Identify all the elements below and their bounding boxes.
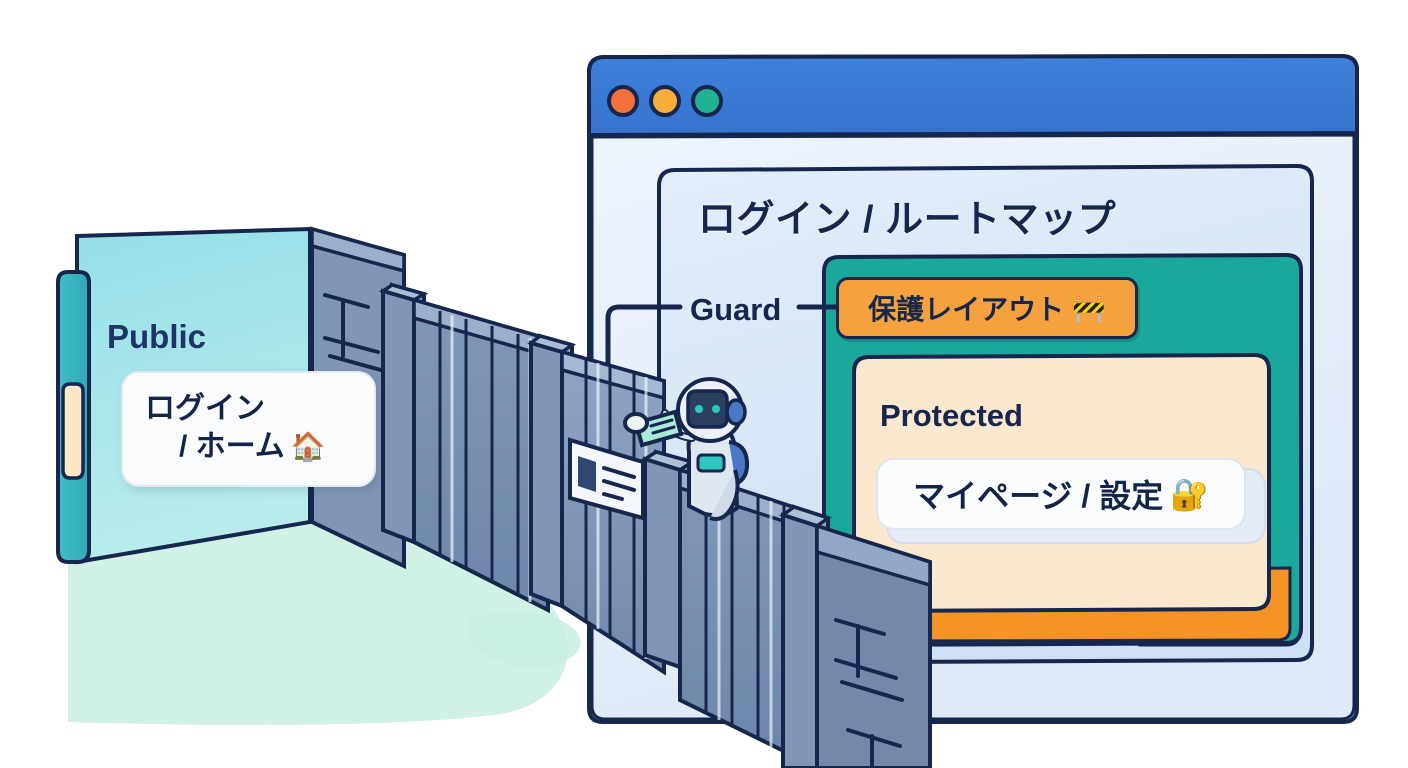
public-route-card[interactable]: ログイン / ホーム 🏠 bbox=[121, 371, 376, 487]
protected-card-label: マイページ / 設定 bbox=[913, 478, 1164, 514]
construction-barrier-emoji: 🚧 bbox=[1072, 292, 1106, 323]
locked-with-key-emoji: 🔐 bbox=[1170, 476, 1209, 512]
badge-person-icon bbox=[578, 456, 596, 492]
protected-card-text-wrap: マイページ / 設定 🔐 bbox=[913, 471, 1209, 517]
robot-eye-right bbox=[712, 405, 720, 413]
public-heading: Public bbox=[107, 318, 207, 355]
protected-layout-panel bbox=[822, 252, 1303, 648]
window-control-dots bbox=[607, 85, 723, 117]
protected-heading: Protected bbox=[880, 398, 1023, 433]
public-card-line-2: / ホーム bbox=[179, 430, 285, 463]
banner-label: 保護レイアウト bbox=[868, 294, 1065, 325]
protected-layout-banner[interactable]: 保護レイアウト 🚧 bbox=[836, 277, 1138, 339]
robot-eye-left bbox=[695, 405, 703, 413]
protected-route-card[interactable]: マイページ / 設定 🔐 bbox=[876, 458, 1246, 530]
minimize-dot bbox=[649, 85, 681, 117]
guard-connector bbox=[605, 304, 839, 428]
guard-robot bbox=[623, 377, 750, 521]
robot-ear-pod bbox=[725, 398, 747, 426]
close-dot bbox=[607, 85, 639, 117]
page-title: ログイン / ルートマップ bbox=[698, 199, 1117, 241]
maximize-dot bbox=[691, 85, 723, 117]
floor-blob bbox=[68, 509, 581, 725]
public-card-line-1: ログイン bbox=[145, 392, 265, 426]
id-badge-sign bbox=[568, 437, 645, 521]
banner-text-wrap: 保護レイアウト 🚧 bbox=[868, 288, 1106, 328]
door-handle bbox=[61, 382, 85, 480]
robot-visor bbox=[686, 389, 729, 429]
window-titlebar bbox=[587, 53, 1359, 138]
gate-slats-a bbox=[438, 311, 520, 596]
robot-scanner bbox=[623, 409, 684, 448]
house-emoji: 🏠 bbox=[290, 430, 326, 462]
public-card-line-2-wrap: / ホーム 🏠 bbox=[179, 430, 326, 464]
robot-chest-light bbox=[696, 453, 726, 473]
guard-label: Guard bbox=[690, 292, 782, 327]
